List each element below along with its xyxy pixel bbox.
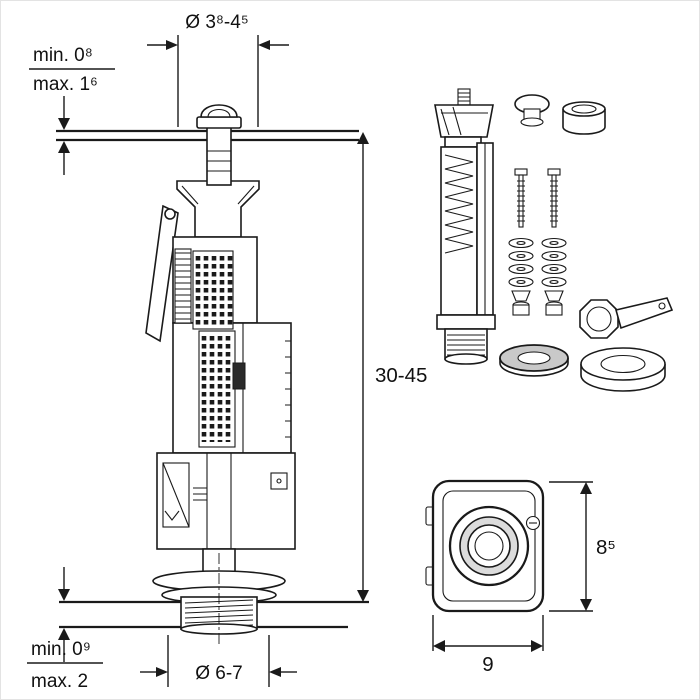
washer-stack-right [541, 237, 567, 316]
dim-base-height-label: 8⁵ [596, 536, 616, 559]
screw-part-right [547, 168, 561, 228]
dim-bottom-min-label: min. 0⁹ [31, 639, 91, 660]
dim-bottom-diameter: Ø 6-7 [140, 635, 297, 687]
push-button-dome [200, 104, 238, 118]
wrench-part [579, 297, 674, 339]
dim-bottom-max-label: max. 2 [31, 671, 88, 692]
ribbed-block [174, 248, 192, 324]
valve-funnel [176, 180, 260, 238]
overflow-perforations-upper [192, 250, 234, 330]
foam-seal-part [580, 347, 666, 392]
dim-height-label: 30-45 [375, 364, 427, 387]
dim-base-width: 9 [432, 615, 544, 676]
dim-bottom-diameter-label: Ø 6-7 [195, 663, 243, 684]
lever-pivot [164, 208, 176, 220]
dim-bottom-offset: min. 0⁹ max. 2 [27, 567, 103, 692]
main-valve-section-view [145, 104, 296, 647]
dim-top-diameter-label: Ø 3⁸-4⁵ [185, 12, 248, 33]
adjuster-clip [232, 362, 246, 390]
push-button-part [514, 94, 550, 127]
screw-part-left [514, 168, 528, 228]
valve-base-top-view [425, 479, 545, 613]
washer-stack-left [508, 237, 534, 316]
flush-valve-part [434, 88, 496, 365]
dim-top-min-label: min. 0⁸ [33, 45, 93, 66]
dim-base-width-label: 9 [482, 653, 493, 676]
cap-part [562, 101, 606, 135]
actuator-rod [206, 120, 232, 186]
dim-top-diameter: Ø 3⁸-4⁵ [147, 12, 289, 127]
dim-top-max-label: max. 1⁶ [33, 74, 98, 95]
exploded-parts-view [434, 88, 674, 392]
dim-top-offset: min. 0⁸ max. 1⁶ [29, 45, 115, 175]
push-button-base [196, 116, 242, 129]
dim-height: 30-45 [357, 132, 427, 602]
flat-seal-part [499, 344, 569, 377]
dim-base-height: 8⁵ [549, 481, 616, 612]
overflow-perforations-lower [198, 330, 236, 448]
